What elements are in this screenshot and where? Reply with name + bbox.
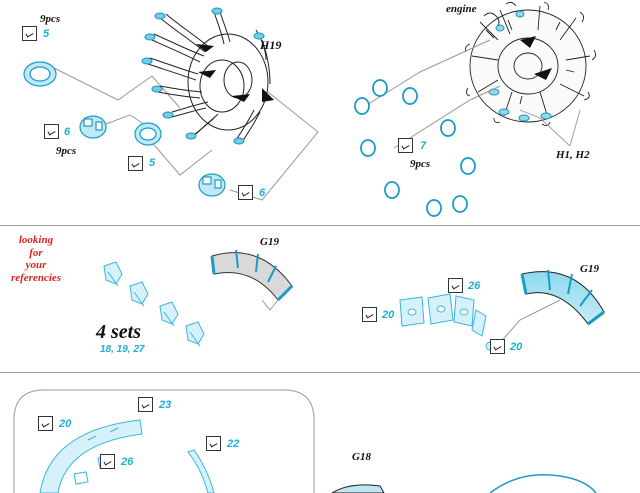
references-note: looking for your referencies [10, 234, 62, 284]
quantity-label: 9pcs [410, 158, 431, 170]
check-box[interactable] [38, 416, 53, 431]
bracket-parts [103, 261, 205, 347]
part-code-h19: H19 [260, 38, 282, 52]
strap-part-22 [187, 449, 215, 493]
part-code-g19-right: G19 [580, 263, 599, 275]
section-divider-bottom [0, 372, 640, 373]
part-number: 20 [59, 418, 72, 430]
bottom-frame [13, 389, 315, 493]
cowl-ring-g18 [331, 474, 597, 493]
check-box[interactable] [206, 436, 221, 451]
engine-label: engine [446, 3, 477, 15]
sets-title: 4 sets [96, 321, 141, 343]
check-box[interactable] [490, 339, 505, 354]
part-number: 20 [382, 309, 395, 321]
check-box[interactable] [100, 454, 115, 469]
cowl-strip-g19-right [520, 269, 605, 326]
part-number: 5 [43, 28, 50, 40]
part-number: 23 [159, 399, 172, 411]
panel-parts-26 [399, 293, 495, 351]
check-box[interactable] [138, 397, 153, 412]
check-box[interactable] [238, 185, 253, 200]
cowl-strip-g19-left [210, 249, 294, 311]
part-number: 5 [149, 157, 156, 169]
check-box[interactable] [44, 124, 59, 139]
exhaust-assembly-drawing [41, 7, 319, 201]
ring-part-6 [79, 115, 226, 197]
part-number: 6 [64, 126, 71, 138]
part-number: 7 [420, 140, 427, 152]
part-code-g18: G18 [352, 451, 371, 463]
part-number: 26 [121, 456, 134, 468]
ring-part-7 [354, 79, 476, 217]
part-code-g19-left: G19 [260, 236, 279, 248]
part-number: 22 [227, 438, 240, 450]
check-box[interactable] [362, 307, 377, 322]
engine-drawing [465, 1, 597, 147]
check-box[interactable] [22, 26, 37, 41]
part-number: 26 [468, 280, 481, 292]
ring-part-5 [23, 61, 162, 146]
check-box[interactable] [128, 156, 143, 171]
part-code-h1-h2: H1, H2 [556, 149, 590, 161]
check-box[interactable] [448, 278, 463, 293]
part-number: 20 [510, 341, 523, 353]
quantity-label: 9pcs [56, 145, 77, 157]
part-number: 6 [259, 187, 266, 199]
section-divider-top [0, 225, 640, 226]
check-box[interactable] [398, 138, 413, 153]
sets-part-numbers: 18, 19, 27 [100, 344, 145, 355]
quantity-label: 9pcs [40, 13, 61, 25]
